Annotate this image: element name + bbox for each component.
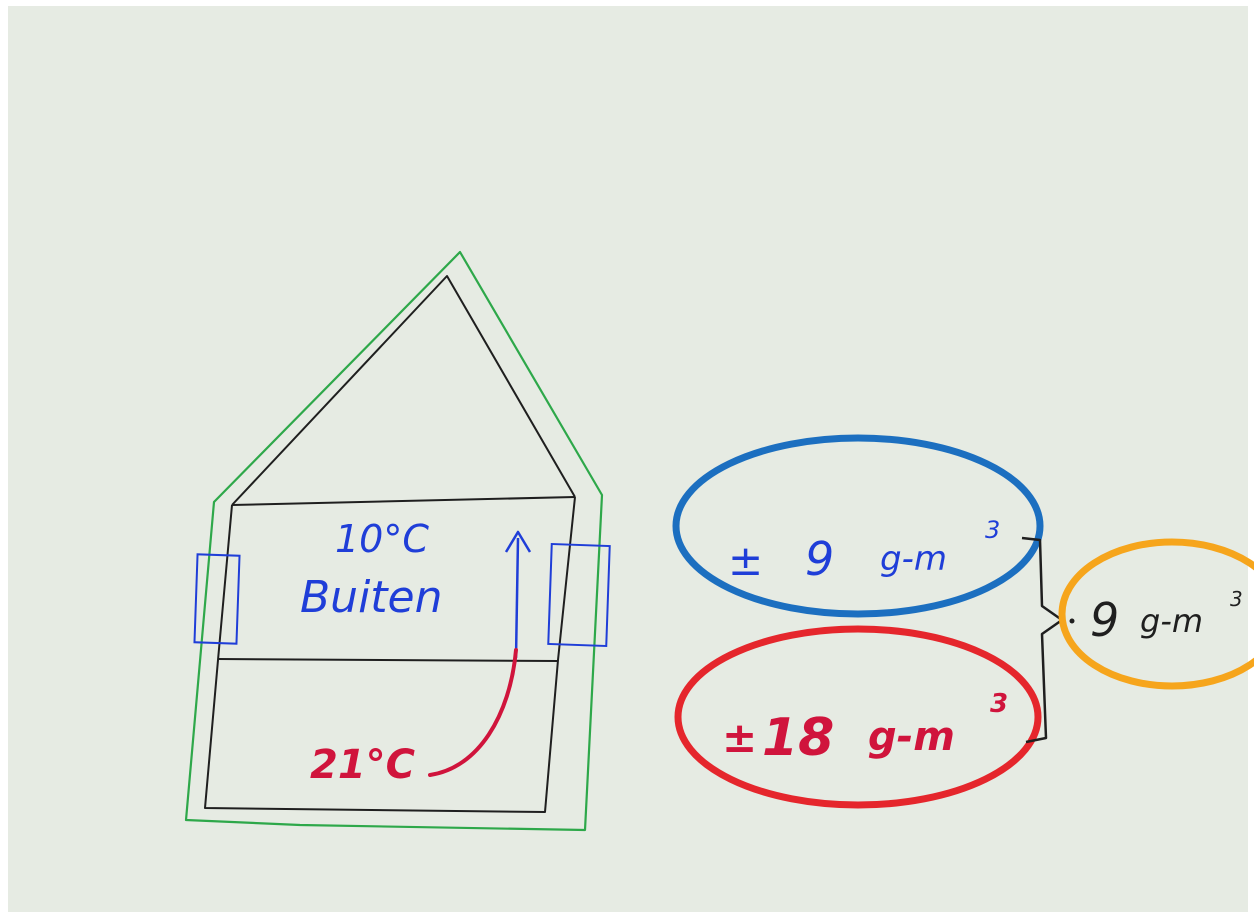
orange-circle	[1058, 538, 1254, 690]
difference-value-amount: 9	[1090, 593, 1119, 647]
upper-value-unit: g-m	[880, 539, 947, 579]
lower-value-amount: 18	[762, 708, 834, 768]
upper-room-temperature: 10°C	[335, 517, 429, 561]
board-edge-left	[0, 0, 8, 918]
house-inner-walls	[204, 496, 576, 813]
upper-value: ± 9 g-m 3	[728, 516, 1000, 586]
difference-value-unit: g-m	[1140, 602, 1203, 640]
house-middle-floor	[217, 658, 559, 662]
blue-arrow-up	[514, 537, 520, 659]
lower-value-unit: g-m	[868, 714, 955, 760]
blue-arrow-head	[504, 530, 532, 553]
red-circle	[674, 625, 1042, 809]
lower-room-temperature: 21°C	[310, 742, 415, 788]
upper-value-sign: ±	[728, 536, 763, 585]
blue-circle	[672, 434, 1044, 618]
window-right	[547, 542, 611, 648]
upper-value-exponent: 3	[985, 516, 1000, 544]
upper-value-amount: 9	[805, 532, 834, 586]
house-attic-floor	[231, 496, 576, 506]
window-left	[193, 553, 241, 645]
difference-value: 9 g-m 3	[1090, 587, 1243, 647]
lower-value-sign: ±	[722, 713, 757, 762]
whiteboard-background	[8, 6, 1248, 912]
upper-room-label: Buiten	[300, 572, 443, 623]
house-outer-wall	[184, 250, 604, 832]
red-curved-arrow	[428, 648, 518, 777]
brace-dot	[1069, 618, 1075, 624]
lower-value: ± 18 g-m 3	[722, 689, 1008, 768]
difference-value-exponent: 3	[1230, 587, 1243, 611]
lower-value-exponent: 3	[990, 689, 1008, 719]
house-inner-roof	[231, 275, 576, 506]
